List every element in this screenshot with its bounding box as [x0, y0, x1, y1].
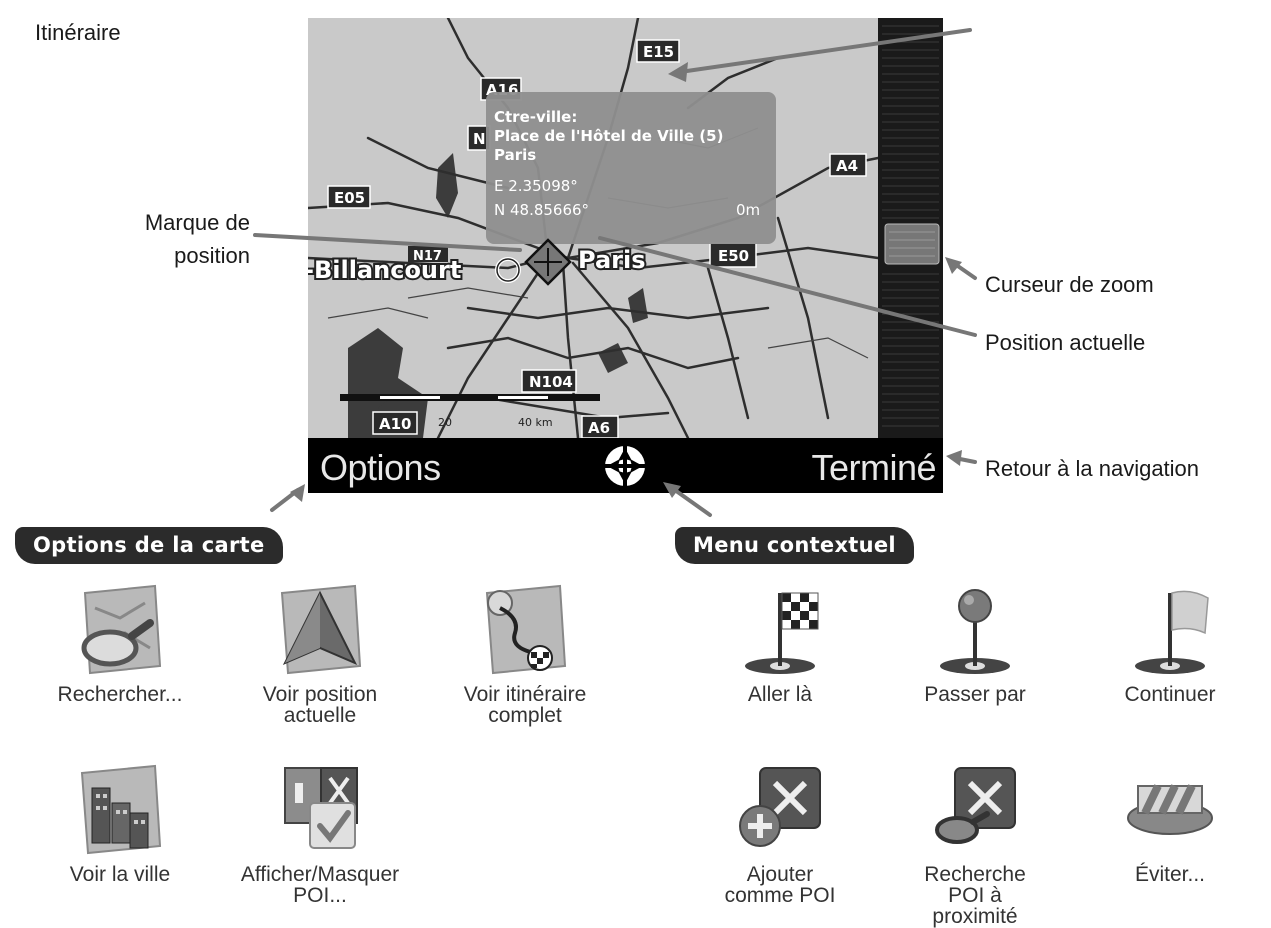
- toggle-poi-option-label: Afficher/Masquer POI...: [240, 863, 400, 907]
- info-line-2: Place de l'Hôtel de Ville (5): [494, 127, 723, 145]
- city-view-option[interactable]: Voir la ville: [25, 758, 215, 885]
- current-position-option[interactable]: Voir position actuelle: [225, 578, 415, 726]
- toggle-poi-icon: [284, 767, 358, 849]
- current-position-icon: [280, 584, 362, 675]
- road-label-e05: E05: [334, 189, 365, 207]
- add-poi-option[interactable]: Ajouter comme POI: [685, 758, 875, 906]
- current-position-option-label: Voir position actuelle: [262, 683, 378, 727]
- current-position-annotation: Position actuelle: [985, 330, 1146, 355]
- info-line-4: E 2.35098°: [494, 177, 578, 195]
- search-option[interactable]: Rechercher...: [25, 578, 215, 705]
- search-option-label: Rechercher...: [57, 683, 183, 706]
- road-label-n104: N104: [529, 373, 573, 391]
- context-menu-header: Menu contextuel: [675, 527, 914, 564]
- road-label-a6: A6: [588, 419, 610, 437]
- continue-label: Continuer: [1124, 683, 1216, 706]
- scale-end-label: 40 km: [518, 416, 553, 429]
- zoom-cursor-handle[interactable]: [884, 223, 940, 265]
- info-line-1: Ctre-ville:: [494, 108, 577, 126]
- city-view-option-label: Voir la ville: [69, 863, 171, 886]
- toggle-poi-option[interactable]: Afficher/Masquer POI...: [225, 758, 415, 906]
- waypoint-pin-icon: [940, 589, 1010, 674]
- context-menu-button[interactable]: [605, 446, 645, 486]
- map-options-header: Options de la carte: [15, 527, 283, 564]
- info-distance: 0m: [736, 201, 760, 219]
- nearby-poi-icon: [935, 767, 1016, 844]
- scale-bar: 20 40 km: [340, 394, 600, 429]
- continue-option[interactable]: Continuer: [1075, 578, 1265, 705]
- road-label-n17: N17: [413, 249, 442, 264]
- avoid-label: Éviter...: [1134, 863, 1206, 886]
- pass-by-option[interactable]: Passer par: [880, 578, 1070, 705]
- position-mark-icon[interactable]: [524, 238, 572, 286]
- add-poi-label: Ajouter comme POI: [724, 863, 836, 907]
- road-label-a4: A4: [836, 157, 858, 175]
- zoom-slider[interactable]: [878, 18, 943, 438]
- avoid-option[interactable]: Éviter...: [1075, 758, 1265, 885]
- avoid-icon: [1127, 784, 1213, 835]
- city-view-icon: [80, 764, 162, 855]
- city-label-billancourt: -Billancourt: [308, 256, 461, 284]
- road-label-e50: E50: [718, 247, 749, 265]
- road-label-e15: E15: [643, 43, 674, 61]
- go-there-label: Aller là: [747, 683, 813, 706]
- go-there-option[interactable]: Aller là: [685, 578, 875, 705]
- options-button[interactable]: Options: [320, 447, 441, 488]
- map-canvas[interactable]: E15 A16 E05 A4 E50 N104 A10 A6 N N17 Ctr…: [308, 18, 943, 493]
- zoom-cursor-annotation: Curseur de zoom: [985, 272, 1154, 297]
- scale-mid-label: 20: [438, 416, 452, 429]
- back-to-navigation-annotation: Retour à la navigation: [985, 456, 1200, 481]
- checkered-flag-icon: [745, 592, 819, 674]
- city-label-paris: Paris: [578, 246, 646, 274]
- page-title: Itinéraire: [35, 20, 121, 45]
- search-map-icon: [81, 584, 162, 675]
- pass-by-label: Passer par: [924, 683, 1026, 706]
- position-mark-annotation: Marque de position: [144, 210, 250, 268]
- done-button[interactable]: Terminé: [811, 447, 936, 488]
- info-line-5: N 48.85666°: [494, 201, 589, 219]
- add-poi-icon: [739, 767, 821, 847]
- info-line-3: Paris: [494, 146, 536, 164]
- full-route-option-label: Voir itinéraire complet: [463, 683, 587, 727]
- flag-icon: [1135, 590, 1209, 674]
- road-label-n: N: [473, 130, 486, 148]
- map-screen[interactable]: E15 A16 E05 A4 E50 N104 A10 A6 N N17 Ctr…: [308, 18, 943, 493]
- full-route-icon: [485, 584, 567, 675]
- nearby-poi-label: Recherche POI à proximité: [924, 863, 1026, 928]
- nearby-poi-option[interactable]: Recherche POI à proximité: [880, 758, 1070, 927]
- road-label-a10: A10: [379, 415, 411, 433]
- location-info-box: Ctre-ville: Place de l'Hôtel de Ville (5…: [486, 92, 776, 244]
- full-route-option[interactable]: Voir itinéraire complet: [430, 578, 620, 726]
